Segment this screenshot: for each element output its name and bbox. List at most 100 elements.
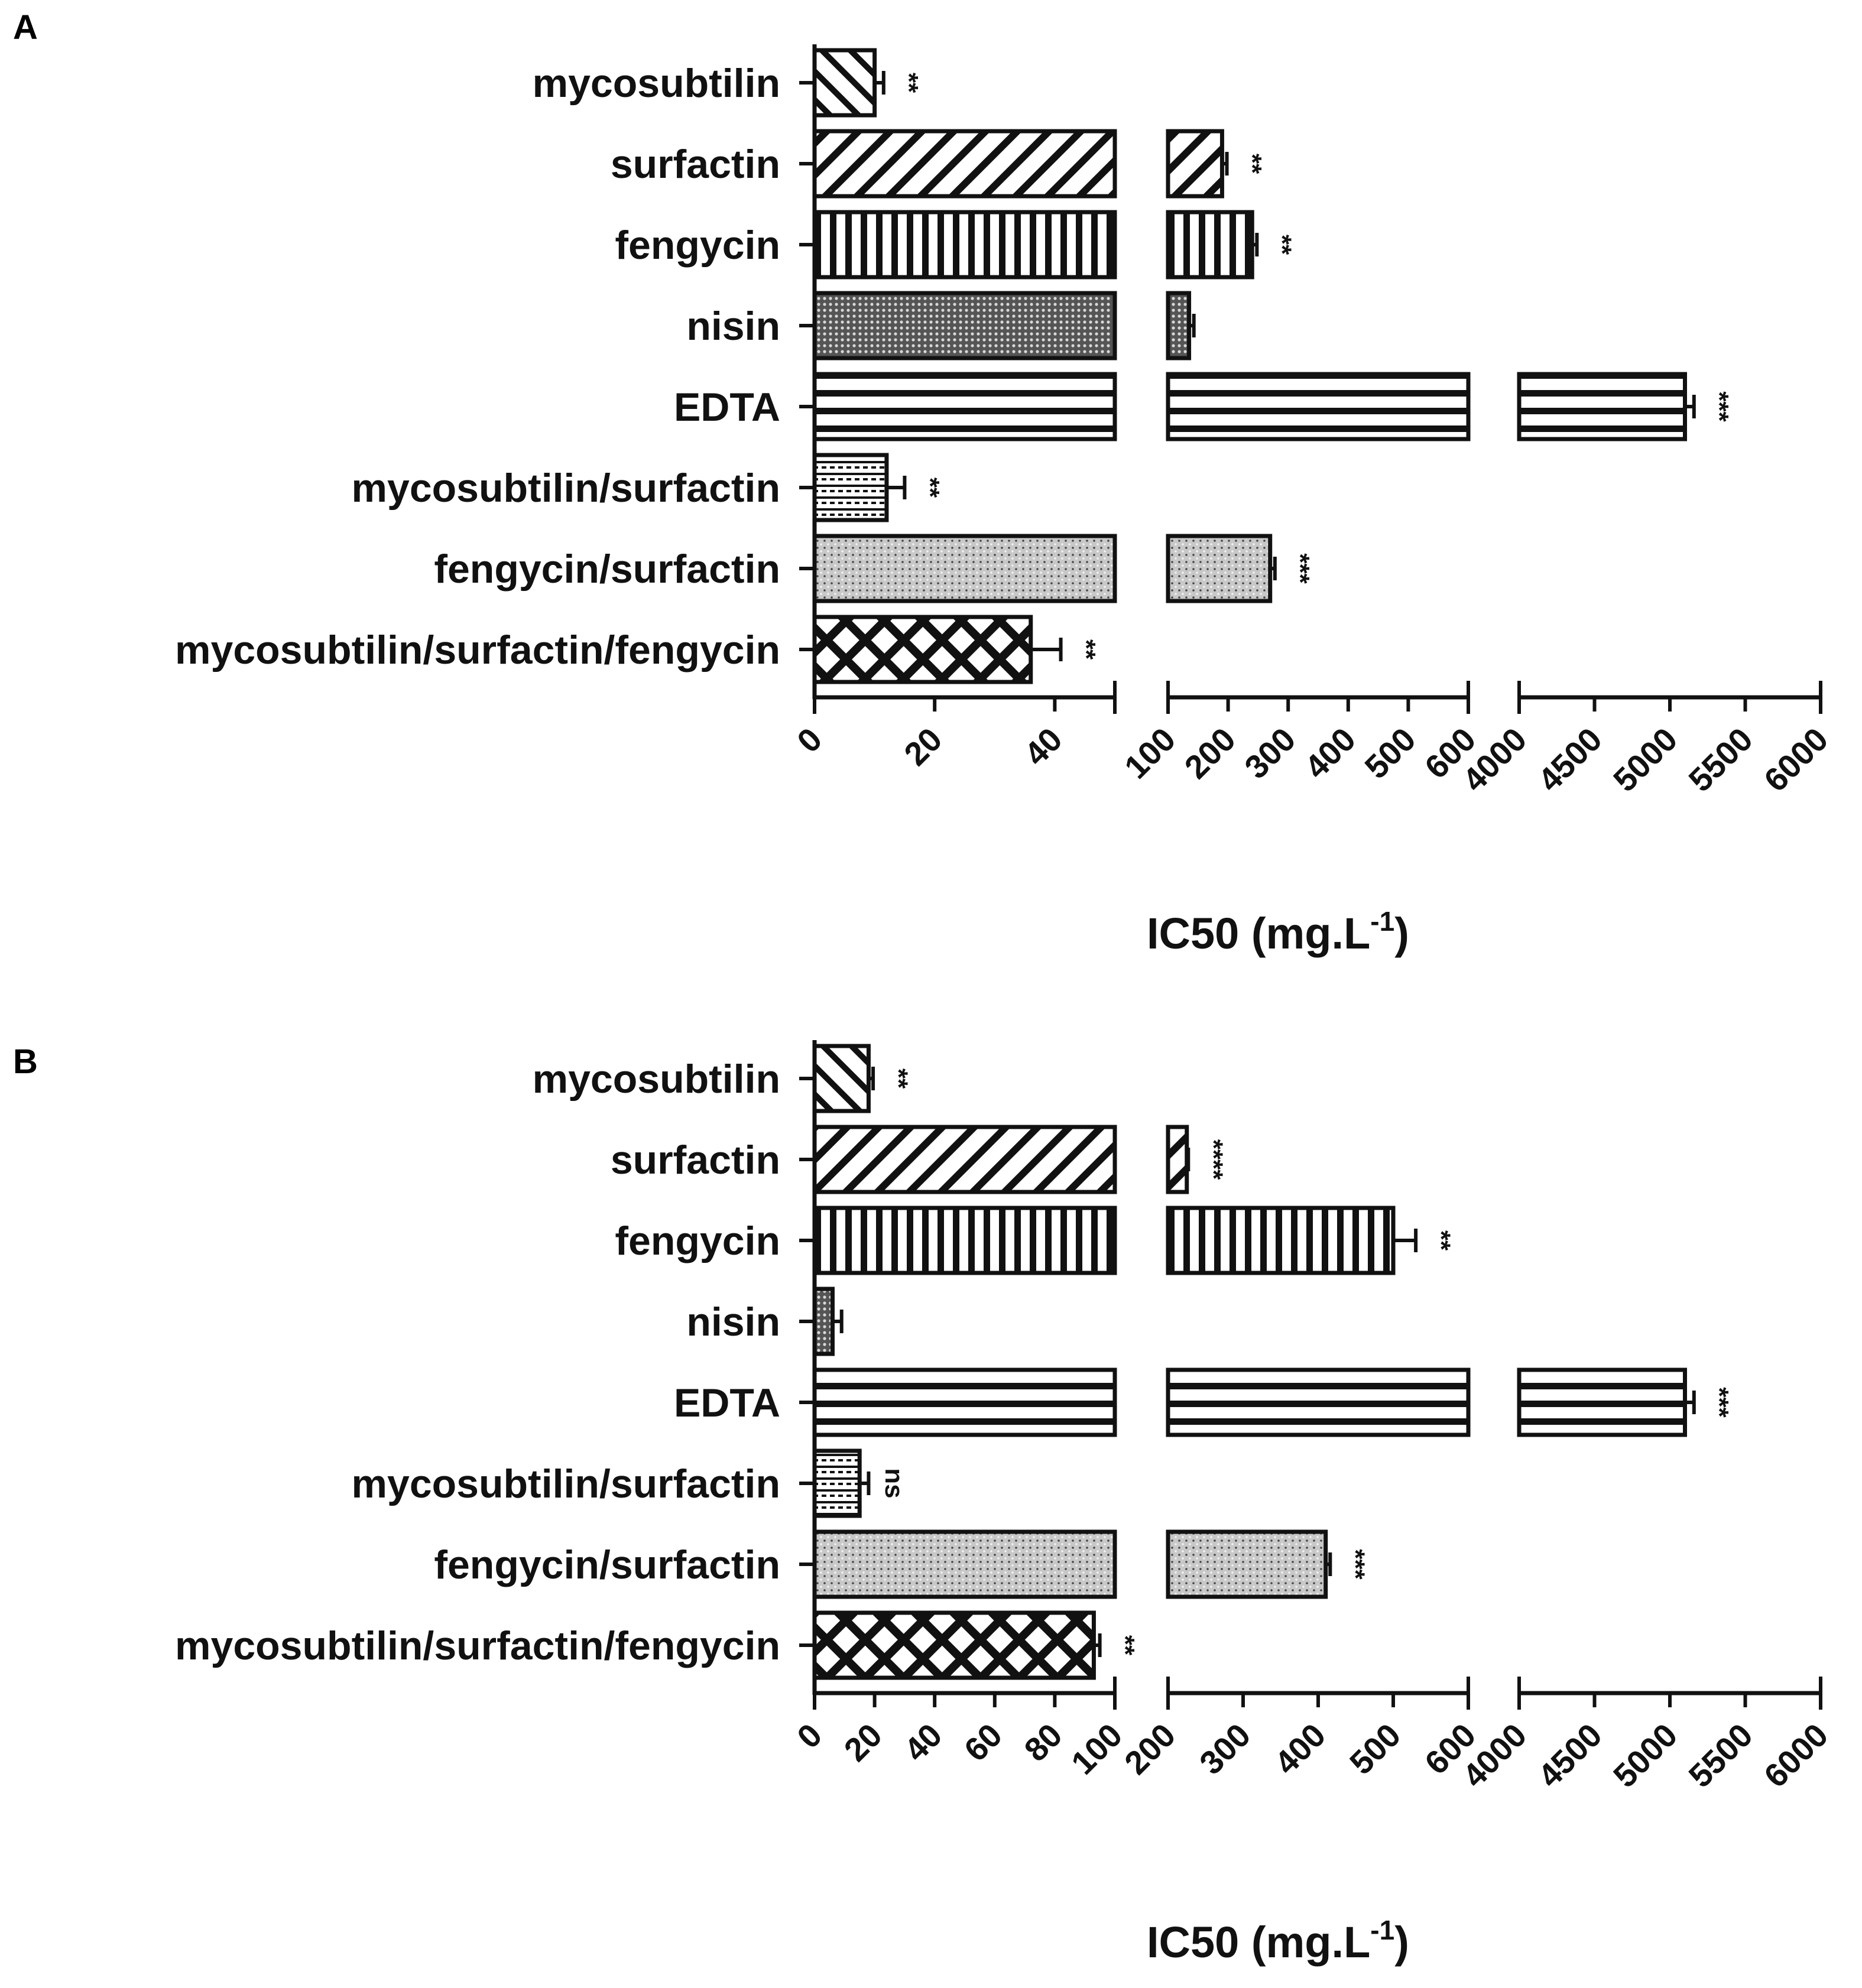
panel-a-bar [812,129,1117,199]
panel-b-category-label: mycosubtilin/surfactin [352,1461,780,1506]
panel-b-bar [812,1044,871,1113]
panel-b-labels: mycosubtilin ** surfactin **** fengycin ** nis… [175,1057,1734,1668]
panel-a-x-tick-label: 0 [790,720,829,760]
panel-b-bar [812,1206,1117,1275]
panel-a-significance-label: ** [894,73,923,93]
panel-b-significance-label: **** [1199,1139,1228,1180]
panel-b-x-tick-label: 500 [1342,1716,1408,1782]
panel-b-x-tick-label: 60 [957,1716,1010,1769]
panel-a-significance-label: ** [1268,235,1297,255]
panel-a-category-label: nisin [686,304,780,349]
panel-b-bar [1166,1529,1328,1599]
panel-b-bar [1166,1125,1189,1194]
panel-a-significance-label: ** [1072,639,1101,660]
panel-b-category-label: mycosubtilin/surfactin/fengycin [175,1623,780,1668]
panel-a-x-tick-label: 4500 [1530,720,1609,799]
panel-a-bar [812,210,1117,280]
panel-b-x-tick-label: 40 [897,1716,949,1769]
panel-b-bar [812,1448,862,1518]
panel-b-category-label: fengycin [615,1219,780,1263]
panel-a-x-tick-label: 400 [1297,720,1363,786]
panel-b-significance-label: *** [1341,1549,1370,1580]
panel-b-bar [812,1125,1117,1194]
panel-b-bar [1166,1206,1396,1275]
panel-b-category-label: nisin [686,1300,780,1344]
panel-b-category-label: fengycin/surfactin [434,1542,780,1587]
panel-a-bar [1166,291,1192,360]
panel-b-bar [812,1610,1096,1680]
panel-a-bar [812,291,1117,360]
panel-a-x-axis-title-close: ) [1394,909,1409,958]
panel-b-x-axis-title: IC50 (mg.L-1) [1147,1915,1409,1967]
panel-b-x-axis-title-close: ) [1394,1918,1409,1967]
panel-a-x-tick-label: 5000 [1606,720,1685,799]
panel-b-x-tick-label: 80 [1017,1716,1069,1769]
panel-a-x-axis-title-superscript: -1 [1370,906,1394,937]
panel-a-x-tick-label: 40 [1017,720,1069,773]
panel-a-category-label: fengycin/surfactin [434,547,780,592]
panel-a-x-tick-label: 300 [1237,720,1303,786]
panel-b-category-label: EDTA [674,1380,780,1425]
panel-b-bar [812,1287,835,1356]
panel-a-x-tick-label: 20 [897,720,949,773]
panel-a-significance-label: *** [1286,553,1315,584]
panel-a-x-tick-label: 5500 [1681,720,1760,799]
panel-a-significance-label: *** [1705,391,1734,422]
panel-b-x-tick-label: 6000 [1757,1716,1835,1795]
panel-b-x-tick-label: 300 [1192,1716,1258,1782]
panel-a-bar [812,615,1033,684]
panel-b-bar [1166,1367,1471,1437]
panel-a-bars [812,48,1696,684]
panel-a-x-tick-label: 100 [1117,720,1183,786]
panel-b-x-tick-label: 0 [790,1716,829,1756]
panel-a-bar [812,48,877,118]
panel-a-bar [812,453,889,522]
panel-a-bar [812,534,1117,603]
panel-b-x-tick-label: 4500 [1530,1716,1609,1795]
panel-a-significance-label: ** [916,477,945,498]
panel-b-category-label: mycosubtilin [533,1057,780,1102]
panel-b-category-label: surfactin [611,1138,780,1183]
panel-b-letter: B [13,1042,38,1081]
panel-a-category-label: EDTA [674,385,780,430]
panel-b-x-tick-label: 5000 [1606,1716,1685,1795]
panel-b-significance-label: *** [1705,1387,1734,1418]
panel-a-bar [1517,372,1687,441]
panel-a-x-axis-title: IC50 (mg.L-1) [1147,906,1409,958]
panel-b-x-tick-label: 100 [1064,1716,1130,1782]
panel-b-significance-label: ** [884,1068,913,1089]
panel-a-x-axis-title-main: IC50 (mg.L [1147,909,1370,958]
panel-b-bars [812,1044,1696,1680]
panel-a-x-tick-label: 500 [1357,720,1423,786]
panel-b-x-tick-label: 20 [836,1716,889,1769]
panel-a-bar [1166,129,1224,199]
panel-b-x-axis-title-main: IC50 (mg.L [1147,1918,1370,1967]
panel-a-letter: A [13,8,38,47]
panel-a-x-tick-label: 6000 [1757,720,1835,799]
panel-b-bar [812,1367,1117,1437]
panel-a-category-label: mycosubtilin [533,61,780,106]
panel-a-category-label: mycosubtilin/surfactin/fengycin [175,628,780,673]
panel-a-category-label: mycosubtilin/surfactin [352,466,780,511]
panel-a-bar [1166,210,1254,280]
panel-b-x-tick-label: 400 [1267,1716,1333,1782]
panel-b-significance-label: ** [1111,1635,1140,1656]
panel-b-bar [1517,1367,1687,1437]
panel-b-x-axis-title-superscript: -1 [1370,1915,1394,1945]
panel-a-x-tick-label: 200 [1177,720,1243,786]
panel-b-significance-label: ns [880,1468,909,1498]
panel-a-category-label: fengycin [615,223,780,268]
panel-a-category-label: surfactin [611,142,780,187]
panel-a-bar [1166,372,1471,441]
panel-b-x-tick-label: 200 [1117,1716,1183,1782]
panel-b-significance-label: ** [1426,1230,1455,1251]
panel-a-bar [812,372,1117,441]
panel-a-significance-label: ** [1238,154,1267,174]
panel-b-x-tick-label: 5500 [1681,1716,1760,1795]
panel-a-bar [1166,534,1273,603]
panel-a-labels: mycosubtilin ** surfactin ** fengycin ** nisin… [175,61,1734,673]
panel-b-bar [812,1529,1117,1599]
